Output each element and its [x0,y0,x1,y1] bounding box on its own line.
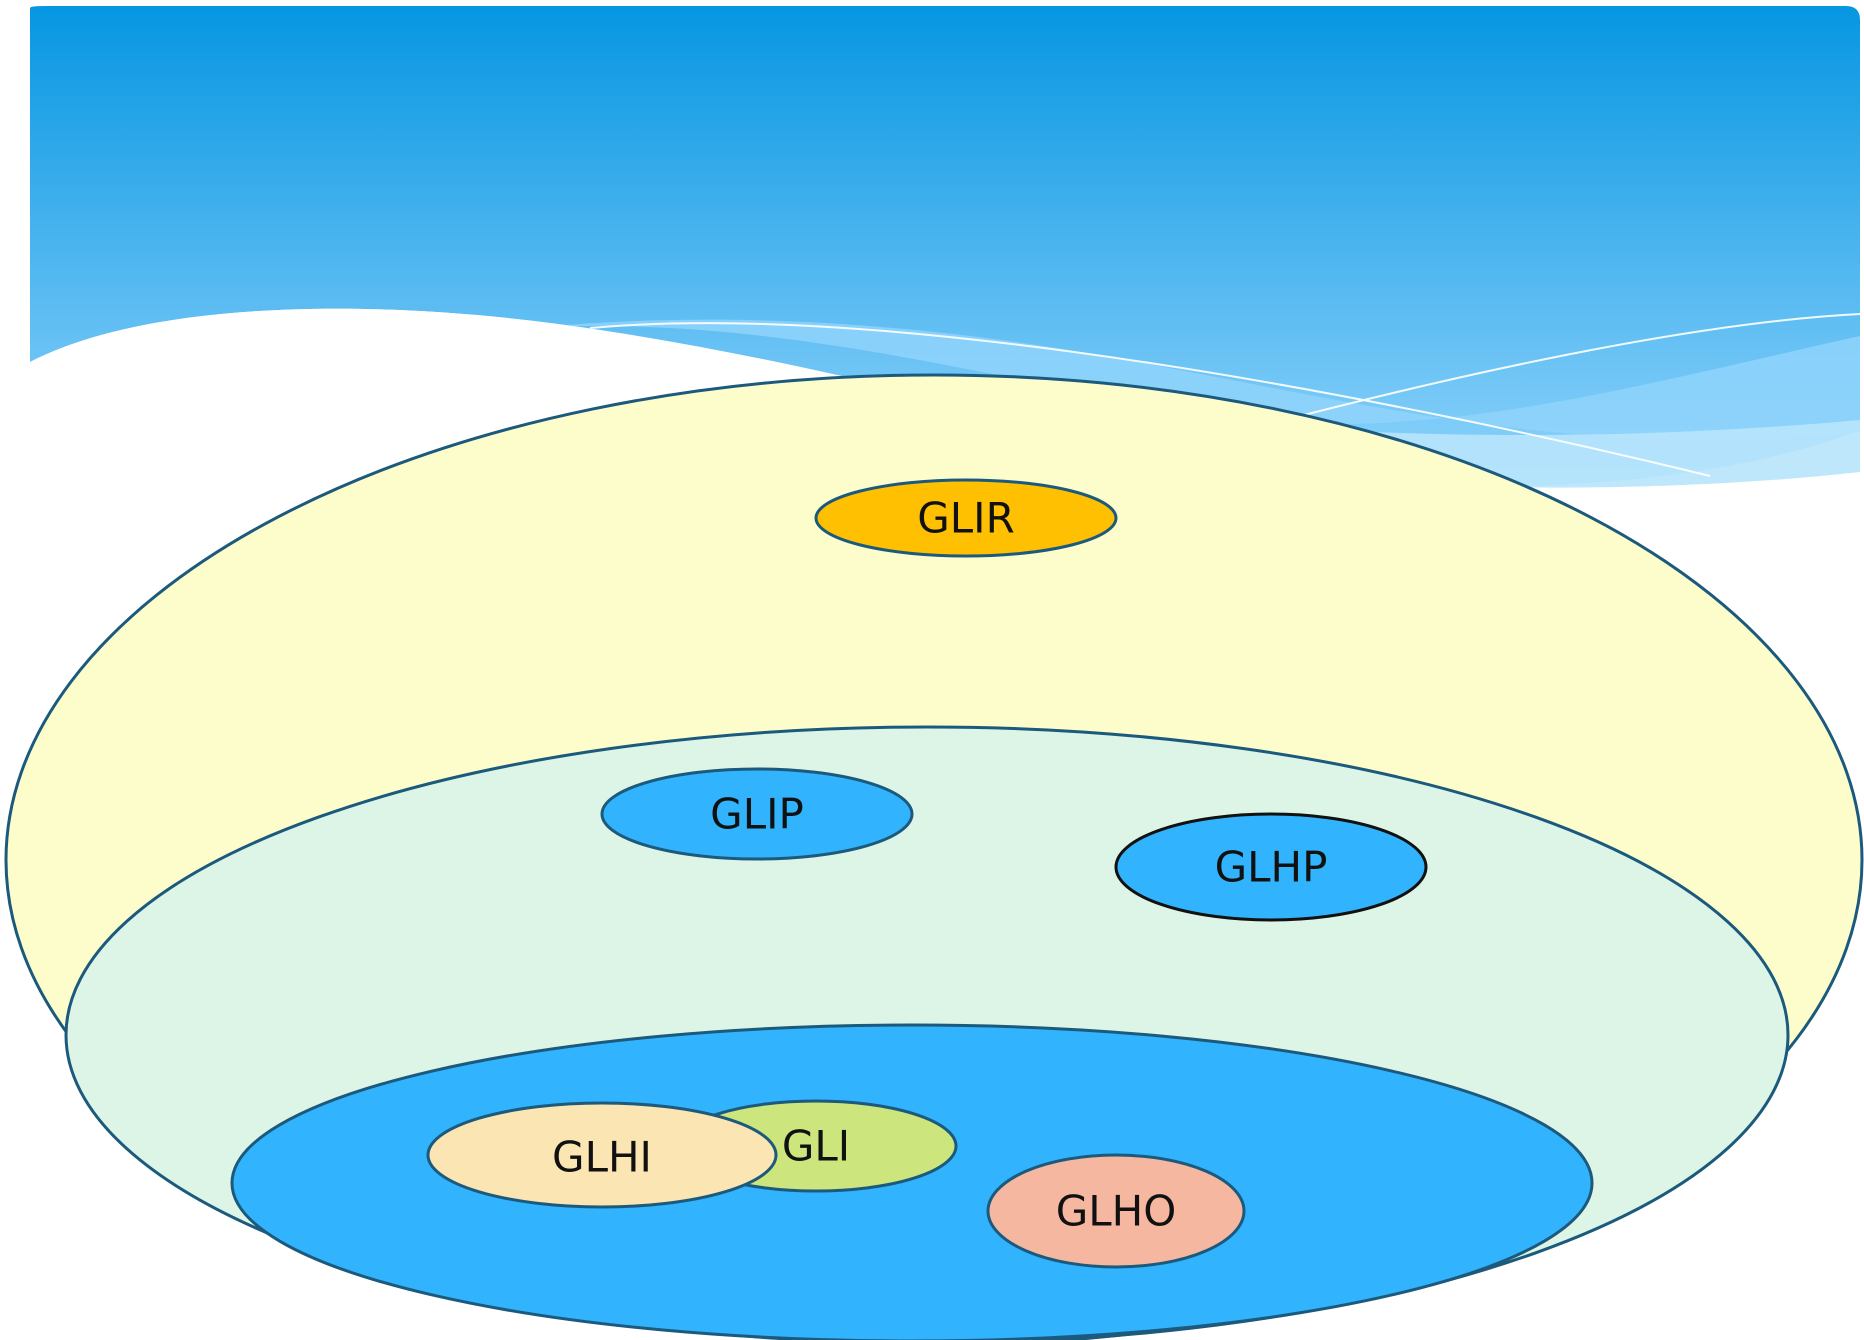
glhi-label: GLHI [552,1133,652,1182]
glip-ellipse [600,767,914,861]
glho-label: GLHO [1056,1187,1177,1236]
node-glhp: GLHP [1114,812,1428,922]
glir-ellipse [814,478,1118,558]
glhp-ellipse [1114,812,1428,922]
banner-background [30,6,1860,487]
node-glir: GLIR [814,478,1118,558]
node-glip: GLIP [600,767,914,861]
gli-label: GLI [782,1122,850,1171]
node-glhi: GLHI [426,1101,778,1209]
inner-region-ellipse [230,1023,1594,1340]
wave-band-light [530,319,1860,441]
glhp-label: GLHP [1215,843,1328,892]
glhi-ellipse [426,1101,778,1209]
header-banner [30,6,1861,500]
wave-line-1 [589,322,1711,477]
glir-label: GLIR [917,494,1015,543]
glho-ellipse [986,1153,1246,1269]
wave-line-2 [1299,313,1861,417]
glip-label: GLIP [710,790,804,839]
node-glho: GLHO [986,1153,1246,1269]
